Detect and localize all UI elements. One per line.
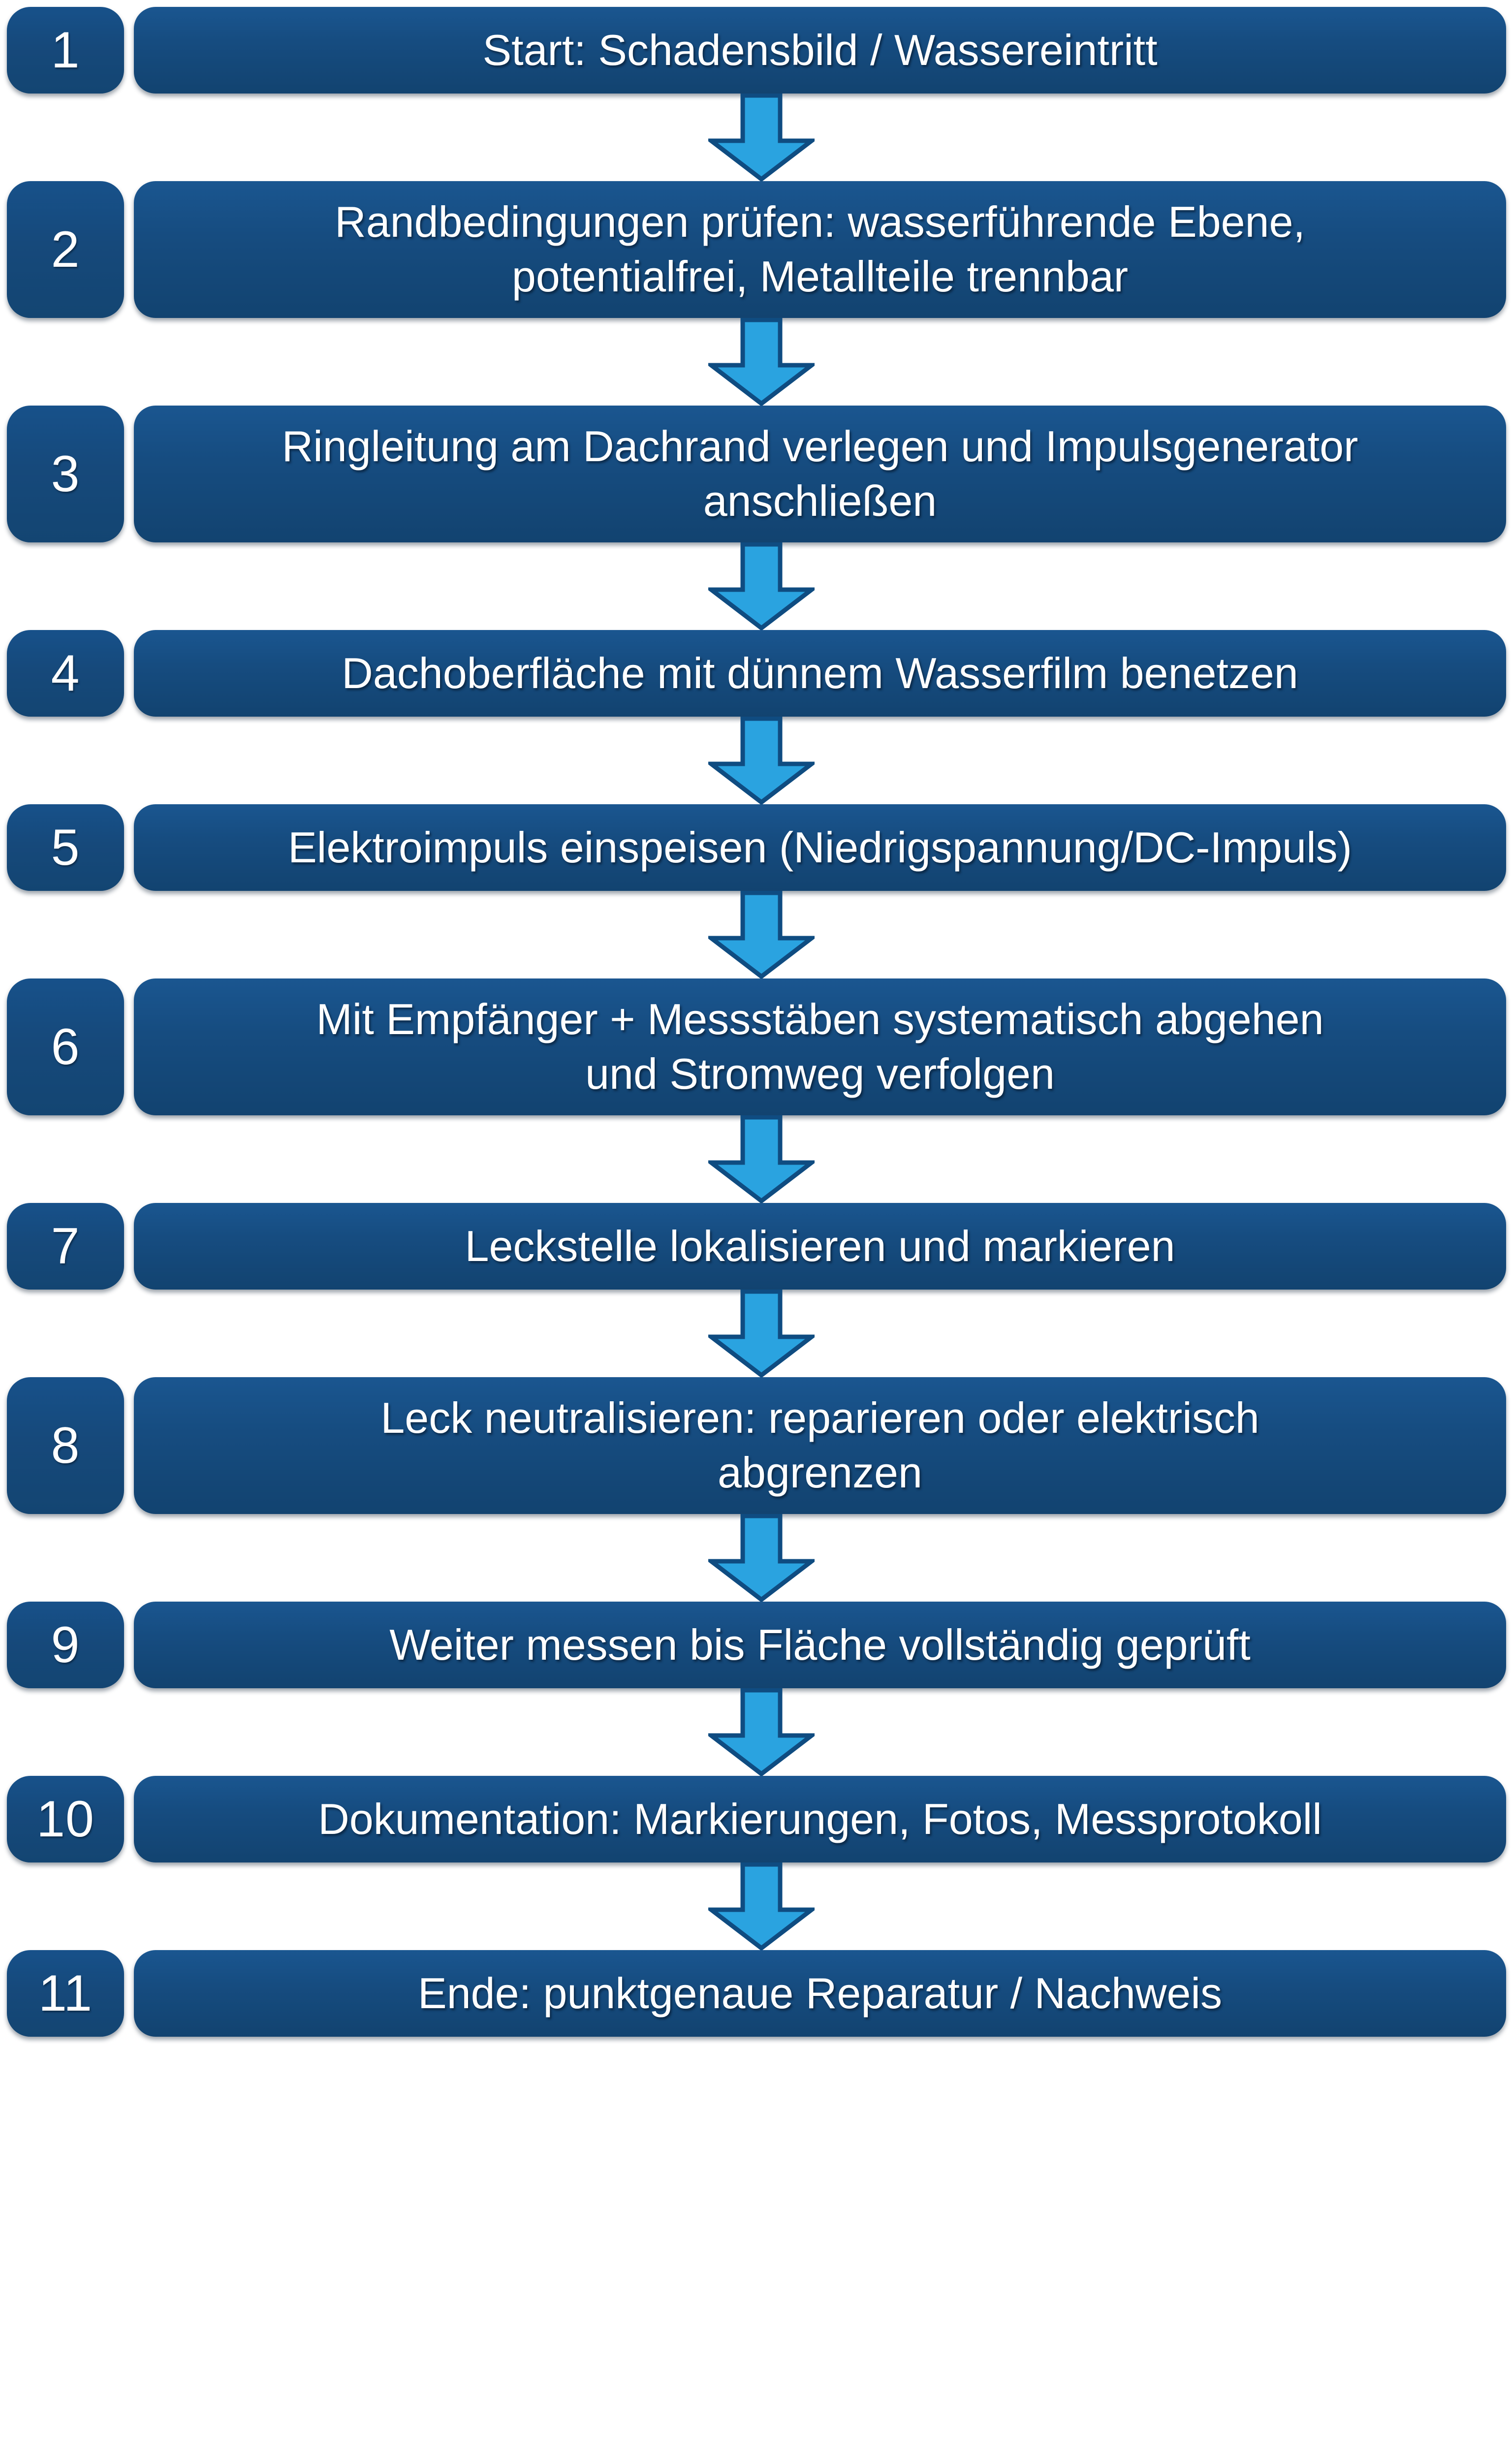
step-number-label: 5 [51, 819, 80, 876]
step-box: Leckstelle lokalisieren und markieren [134, 1203, 1506, 1290]
step-number-label: 8 [51, 1417, 80, 1474]
step-box: Dokumentation: Markierungen, Fotos, Mess… [134, 1776, 1506, 1862]
flow-connector [5, 1514, 1512, 1602]
step-number-label: 3 [51, 445, 80, 503]
flow-connector [5, 542, 1512, 630]
step-label: Mit Empfänger + Messstäben systematisch … [316, 995, 1324, 1098]
flow-connector [5, 318, 1512, 406]
step-row: 3 Ringleitung am Dachrand verlegen und Im… [0, 406, 1512, 542]
flow-connector [5, 1688, 1512, 1776]
step-box: Leck neutralisieren: reparieren oder ele… [134, 1377, 1506, 1514]
down-arrow-icon [708, 717, 815, 804]
step-row: 8 Leck neutralisieren: reparieren oder el… [0, 1377, 1512, 1514]
step-box: Ende: punktgenaue Reparatur / Nachweis [134, 1950, 1506, 2037]
step-box: Randbedingungen prüfen: wasserführende E… [134, 181, 1506, 318]
down-arrow-icon [708, 1115, 815, 1203]
step-label: Leckstelle lokalisieren und markieren [465, 1221, 1175, 1270]
step-number-label: 6 [51, 1018, 80, 1075]
step-number-badge: 6 [7, 978, 124, 1115]
step-row: 5 Elektroimpuls einspeisen (Niedrigspannu… [0, 804, 1512, 891]
step-number-label: 11 [38, 1965, 93, 2022]
down-arrow-icon [708, 891, 815, 978]
step-number-label: 2 [51, 221, 80, 278]
step-label: Dachoberfläche mit dünnem Wasserfilm ben… [342, 648, 1298, 697]
flow-connector [5, 1115, 1512, 1203]
step-number-badge: 9 [7, 1602, 124, 1688]
step-row: 2 Randbedingungen prüfen: wasserführende … [0, 181, 1512, 318]
step-row: 9 Weiter messen bis Fläche vollständig ge… [0, 1602, 1512, 1688]
down-arrow-icon [708, 1290, 815, 1377]
step-number-badge: 1 [7, 7, 124, 94]
step-row: 11 Ende: punktgenaue Reparatur / Nachweis [0, 1950, 1512, 2037]
step-box: Start: Schadensbild / Wassereintritt [134, 7, 1506, 94]
down-arrow-icon [708, 318, 815, 406]
flow-connector [5, 891, 1512, 978]
down-arrow-icon [708, 1688, 815, 1776]
down-arrow-icon [708, 1514, 815, 1602]
down-arrow-icon [708, 542, 815, 630]
step-row: 10 Dokumentation: Markierungen, Fotos, Me… [0, 1776, 1512, 1862]
step-label: Start: Schadensbild / Wassereintritt [482, 25, 1158, 74]
down-arrow-icon [708, 94, 815, 181]
step-number-badge: 2 [7, 181, 124, 318]
step-box: Weiter messen bis Fläche vollständig gep… [134, 1602, 1506, 1688]
flow-connector [5, 717, 1512, 804]
step-number-badge: 11 [7, 1950, 124, 2037]
step-label: Weiter messen bis Fläche vollständig gep… [389, 1620, 1251, 1669]
step-label: Elektroimpuls einspeisen (Niedrigspannun… [288, 822, 1352, 872]
step-label: Leck neutralisieren: reparieren oder ele… [380, 1393, 1260, 1497]
step-label: Randbedingungen prüfen: wasserführende E… [335, 197, 1305, 301]
flow-connector [5, 1290, 1512, 1377]
step-row: 1 Start: Schadensbild / Wassereintritt [0, 7, 1512, 94]
step-label: Ende: punktgenaue Reparatur / Nachweis [418, 1968, 1222, 2018]
step-number-label: 9 [51, 1616, 80, 1673]
down-arrow-icon [708, 1862, 815, 1950]
step-number-label: 7 [51, 1218, 80, 1275]
flow-connector [5, 94, 1512, 181]
step-label: Dokumentation: Markierungen, Fotos, Mess… [318, 1794, 1322, 1843]
step-label: Ringleitung am Dachrand verlegen und Imp… [282, 422, 1358, 525]
step-box: Dachoberfläche mit dünnem Wasserfilm ben… [134, 630, 1506, 717]
step-row: 4 Dachoberfläche mit dünnem Wasserfilm be… [0, 630, 1512, 717]
step-number-badge: 10 [7, 1776, 124, 1862]
step-box: Mit Empfänger + Messstäben systematisch … [134, 978, 1506, 1115]
step-number-badge: 3 [7, 406, 124, 542]
step-number-badge: 5 [7, 804, 124, 891]
step-number-label: 10 [36, 1791, 94, 1848]
step-number-badge: 4 [7, 630, 124, 717]
step-box: Elektroimpuls einspeisen (Niedrigspannun… [134, 804, 1506, 891]
step-row: 6 Mit Empfänger + Messstäben systematisch… [0, 978, 1512, 1115]
flow-connector [5, 1862, 1512, 1950]
step-number-badge: 7 [7, 1203, 124, 1290]
step-box: Ringleitung am Dachrand verlegen und Imp… [134, 406, 1506, 542]
step-number-badge: 8 [7, 1377, 124, 1514]
step-number-label: 1 [51, 22, 80, 79]
step-number-label: 4 [51, 645, 80, 702]
step-row: 7 Leckstelle lokalisieren und markieren [0, 1203, 1512, 1290]
